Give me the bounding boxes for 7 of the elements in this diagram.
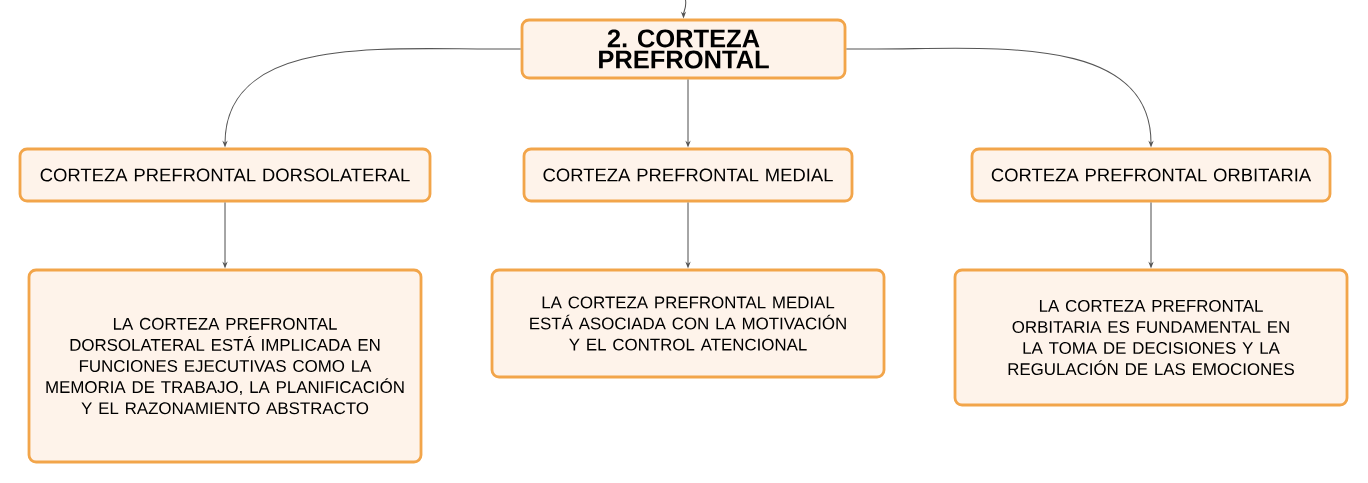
subtopic-box: CORTEZA PREFRONTAL DORSOLATERAL xyxy=(18,147,432,203)
description-box: LA CORTEZA PREFRONTAL DORSOLATERAL ESTÁ IMPLICADA EN FUNCIONES EJECUTIVAS COMO LA MEMORIA DE TRABAJO, LA PLANIFICACIÓN Y EL RAZONAMIENTO ABSTRACTO xyxy=(27,268,423,464)
description-box: LA CORTEZA PREFRONTAL ORBITARIA ES FUNDAMENTAL EN LA TOMA DE DECISIONES Y LA REGULACIÓN DE LAS EMOCIONES xyxy=(953,268,1349,407)
subtopic-box: CORTEZA PREFRONTAL ORBITARIA xyxy=(970,147,1332,203)
description-box: LA CORTEZA PREFRONTAL MEDIAL ESTÁ ASOCIADA CON LA MOTIVACIÓN Y EL CONTROL ATENCIONAL xyxy=(490,268,886,379)
subtopic-box: CORTEZA PREFRONTAL MEDIAL xyxy=(522,147,854,203)
topic-box: 2. CORTEZA PREFRONTAL xyxy=(520,18,847,80)
